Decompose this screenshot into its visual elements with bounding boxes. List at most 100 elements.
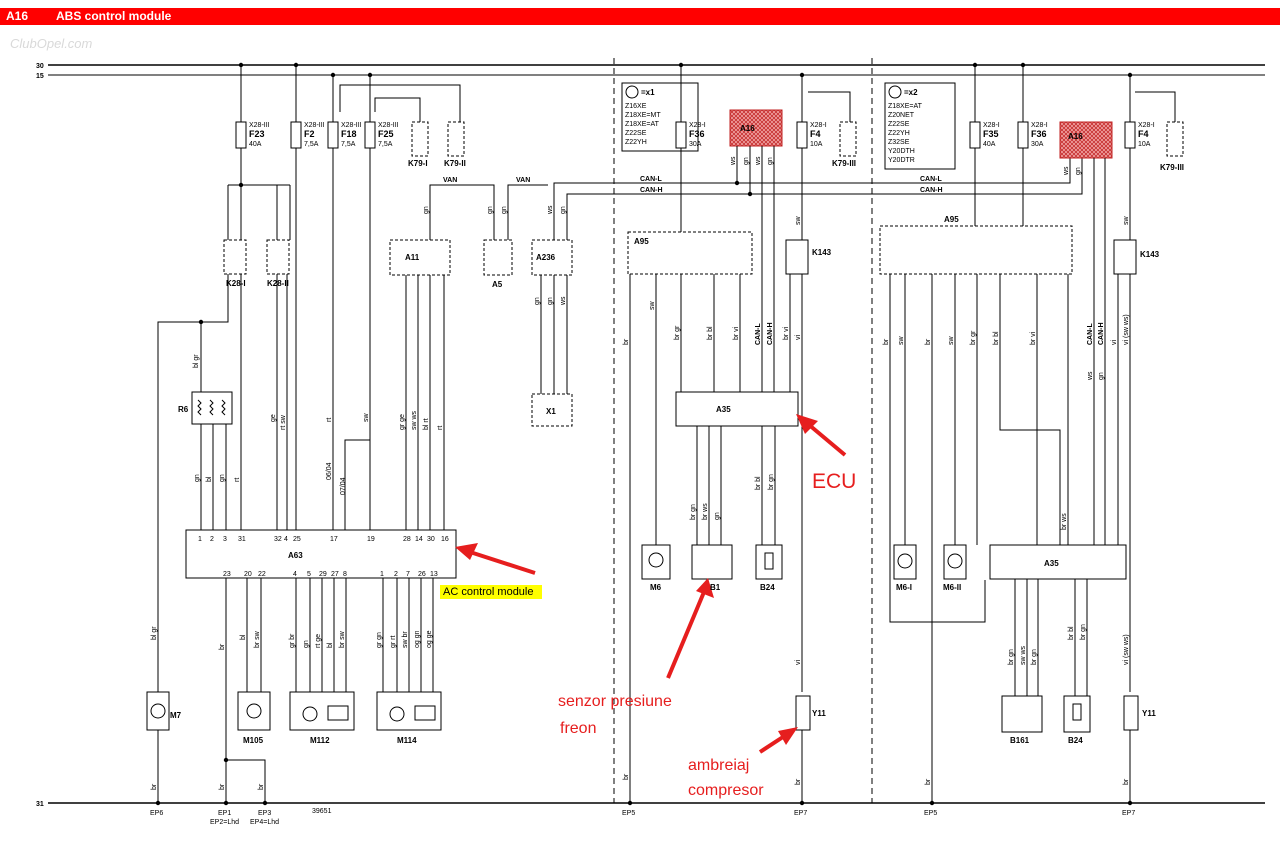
label-m7: M7 <box>170 711 182 720</box>
label-a5: A5 <box>492 280 503 289</box>
wire-vi-r: vi <box>1111 340 1118 346</box>
fuse-f23-conn: X28-III <box>249 122 270 129</box>
fuse-f36-b-rating: 30A <box>1031 141 1044 148</box>
wire-br-bl-b24: br bl <box>755 476 762 490</box>
label-b161: B161 <box>1010 736 1030 745</box>
a16-a-box <box>729 109 783 147</box>
wire-ws-r: ws <box>1087 371 1094 381</box>
k79-ii-box <box>447 121 465 157</box>
legend-2-line-5: Z32SE <box>888 139 910 146</box>
ground-ep7-b: EP7 <box>1122 810 1135 817</box>
wire-ws-a236: ws <box>547 205 554 215</box>
fuse-f18-body <box>327 121 339 149</box>
bus-van-2: VAN <box>516 177 530 184</box>
wire-br-r1: br <box>883 338 890 345</box>
fuse-f4-a-body <box>796 121 808 149</box>
legend-2-line-1: Z18XE=AT <box>888 103 923 110</box>
label-a236: A236 <box>536 253 556 262</box>
wire-og-ge: og ge <box>426 630 433 648</box>
m6-box <box>641 544 671 580</box>
k143-a-box <box>785 239 809 275</box>
wire-br-ep5b: br <box>925 778 932 785</box>
a63-box <box>185 529 457 579</box>
a16-b-box <box>1059 121 1113 159</box>
wire-br-vi-r: br vi <box>1030 331 1037 345</box>
wire-gn-r6: gn <box>194 474 201 482</box>
fuse-f23-body <box>235 121 247 149</box>
bus-can-l: CAN-L <box>640 176 662 183</box>
wire-br-gn-b24b: br gn <box>1080 624 1087 640</box>
arrow-ambreiaj-head <box>778 727 798 745</box>
arrow-ecu <box>806 422 847 457</box>
fuse-f35-b-body <box>969 121 981 149</box>
mark-0704: 07/04 <box>340 477 347 495</box>
a63-bottom-pin: 2 <box>394 571 398 578</box>
wire-gr-ge: gr ge <box>399 414 406 430</box>
label-a16-a: A16 <box>740 124 755 133</box>
wire-br-gn-b161b: br gn <box>1031 649 1038 665</box>
wire-sw-ws: sw ws <box>411 410 418 430</box>
wire-br-ep1b: br <box>219 783 226 790</box>
label-a35-a: A35 <box>716 405 731 414</box>
m105-box <box>237 691 271 731</box>
b24-b-box <box>1063 695 1091 733</box>
wire-br-bl-b24b: br bl <box>1068 626 1075 640</box>
legend-2-line-7: Y20DTR <box>888 157 915 164</box>
fuse-f25-name: F25 <box>378 129 394 139</box>
title-text: ABS control module <box>56 9 172 23</box>
fuse-f2-body <box>290 121 302 149</box>
wire-gn-a16: gn <box>743 157 750 165</box>
wire-br-gn-b24: br gn <box>768 474 775 490</box>
fuse-f35-b-rating: 40A <box>983 141 996 148</box>
a63-bottom-pin: 20 <box>244 571 252 578</box>
fuse-f25-conn: X28-III <box>378 122 399 129</box>
wire-br-sw: br sw <box>339 630 346 648</box>
label-x1: X1 <box>546 407 556 416</box>
fuse-f2-rating: 7,5A <box>304 141 319 148</box>
a63-top-pin: 14 <box>415 536 423 543</box>
legend-2-mark: =x2 <box>904 88 918 97</box>
a63-top-pin: 30 <box>427 536 435 543</box>
annotation-senzor-1: senzor presiune <box>558 693 672 710</box>
a63-bottom-pin: 7 <box>406 571 410 578</box>
a63-bottom-pin: 27 <box>331 571 339 578</box>
b161-box <box>1001 695 1043 733</box>
a63-bottom-pin: 29 <box>319 571 327 578</box>
legend-2-line-4: Z22YH <box>888 130 910 137</box>
wire-br-bl: br bl <box>707 326 714 340</box>
ground-ep1: EP1 <box>218 810 231 817</box>
legend-2-line-3: Z22SE <box>888 121 910 128</box>
ground-ep6: EP6 <box>150 810 163 817</box>
wire-br-m7: br <box>151 783 158 790</box>
a5-box <box>483 239 513 276</box>
fuse-f36-a-conn: X28-I <box>689 122 706 129</box>
fuse-f36-b-name: F36 <box>1031 129 1047 139</box>
wire-bl-gr: bl gr <box>193 354 200 368</box>
wire-can-l-a35: CAN-L <box>755 323 762 345</box>
wire-bl-m105: bl <box>240 634 247 640</box>
wire-bl-r6: bl <box>206 476 213 482</box>
title-bar: A16 ABS control module <box>0 8 1280 25</box>
wire-gn-r6-2: gn <box>219 474 226 482</box>
a63-top-pin: 32 <box>274 536 282 543</box>
wire-br-a95: br <box>623 338 630 345</box>
fuse-f35-b-name: F35 <box>983 129 999 139</box>
rail-30-label: 30 <box>36 63 44 70</box>
label-a95-b: A95 <box>944 215 959 224</box>
a63-bottom-pin: 8 <box>343 571 347 578</box>
ground-ep3: EP3 <box>258 810 271 817</box>
a63-bottom-pin: 5 <box>307 571 311 578</box>
wire-br-bl-r: br bl <box>993 331 1000 345</box>
legend-1-line-5: Z22YH <box>625 139 647 146</box>
fuse-f36-b-body <box>1017 121 1029 149</box>
wire-gn-a35: gn <box>714 512 721 520</box>
annotation-ambreiaj-1: ambreiaj <box>688 757 750 774</box>
fuse-f4-b-name: F4 <box>1138 129 1149 139</box>
a63-top-pin: 2 <box>210 536 214 543</box>
wire-br-vi-2: br vi <box>783 326 790 340</box>
fuse-f36-b-conn: X28-I <box>1031 122 1048 129</box>
y11-a-box <box>795 695 811 731</box>
wire-br-ep7b: br <box>1123 778 1130 785</box>
